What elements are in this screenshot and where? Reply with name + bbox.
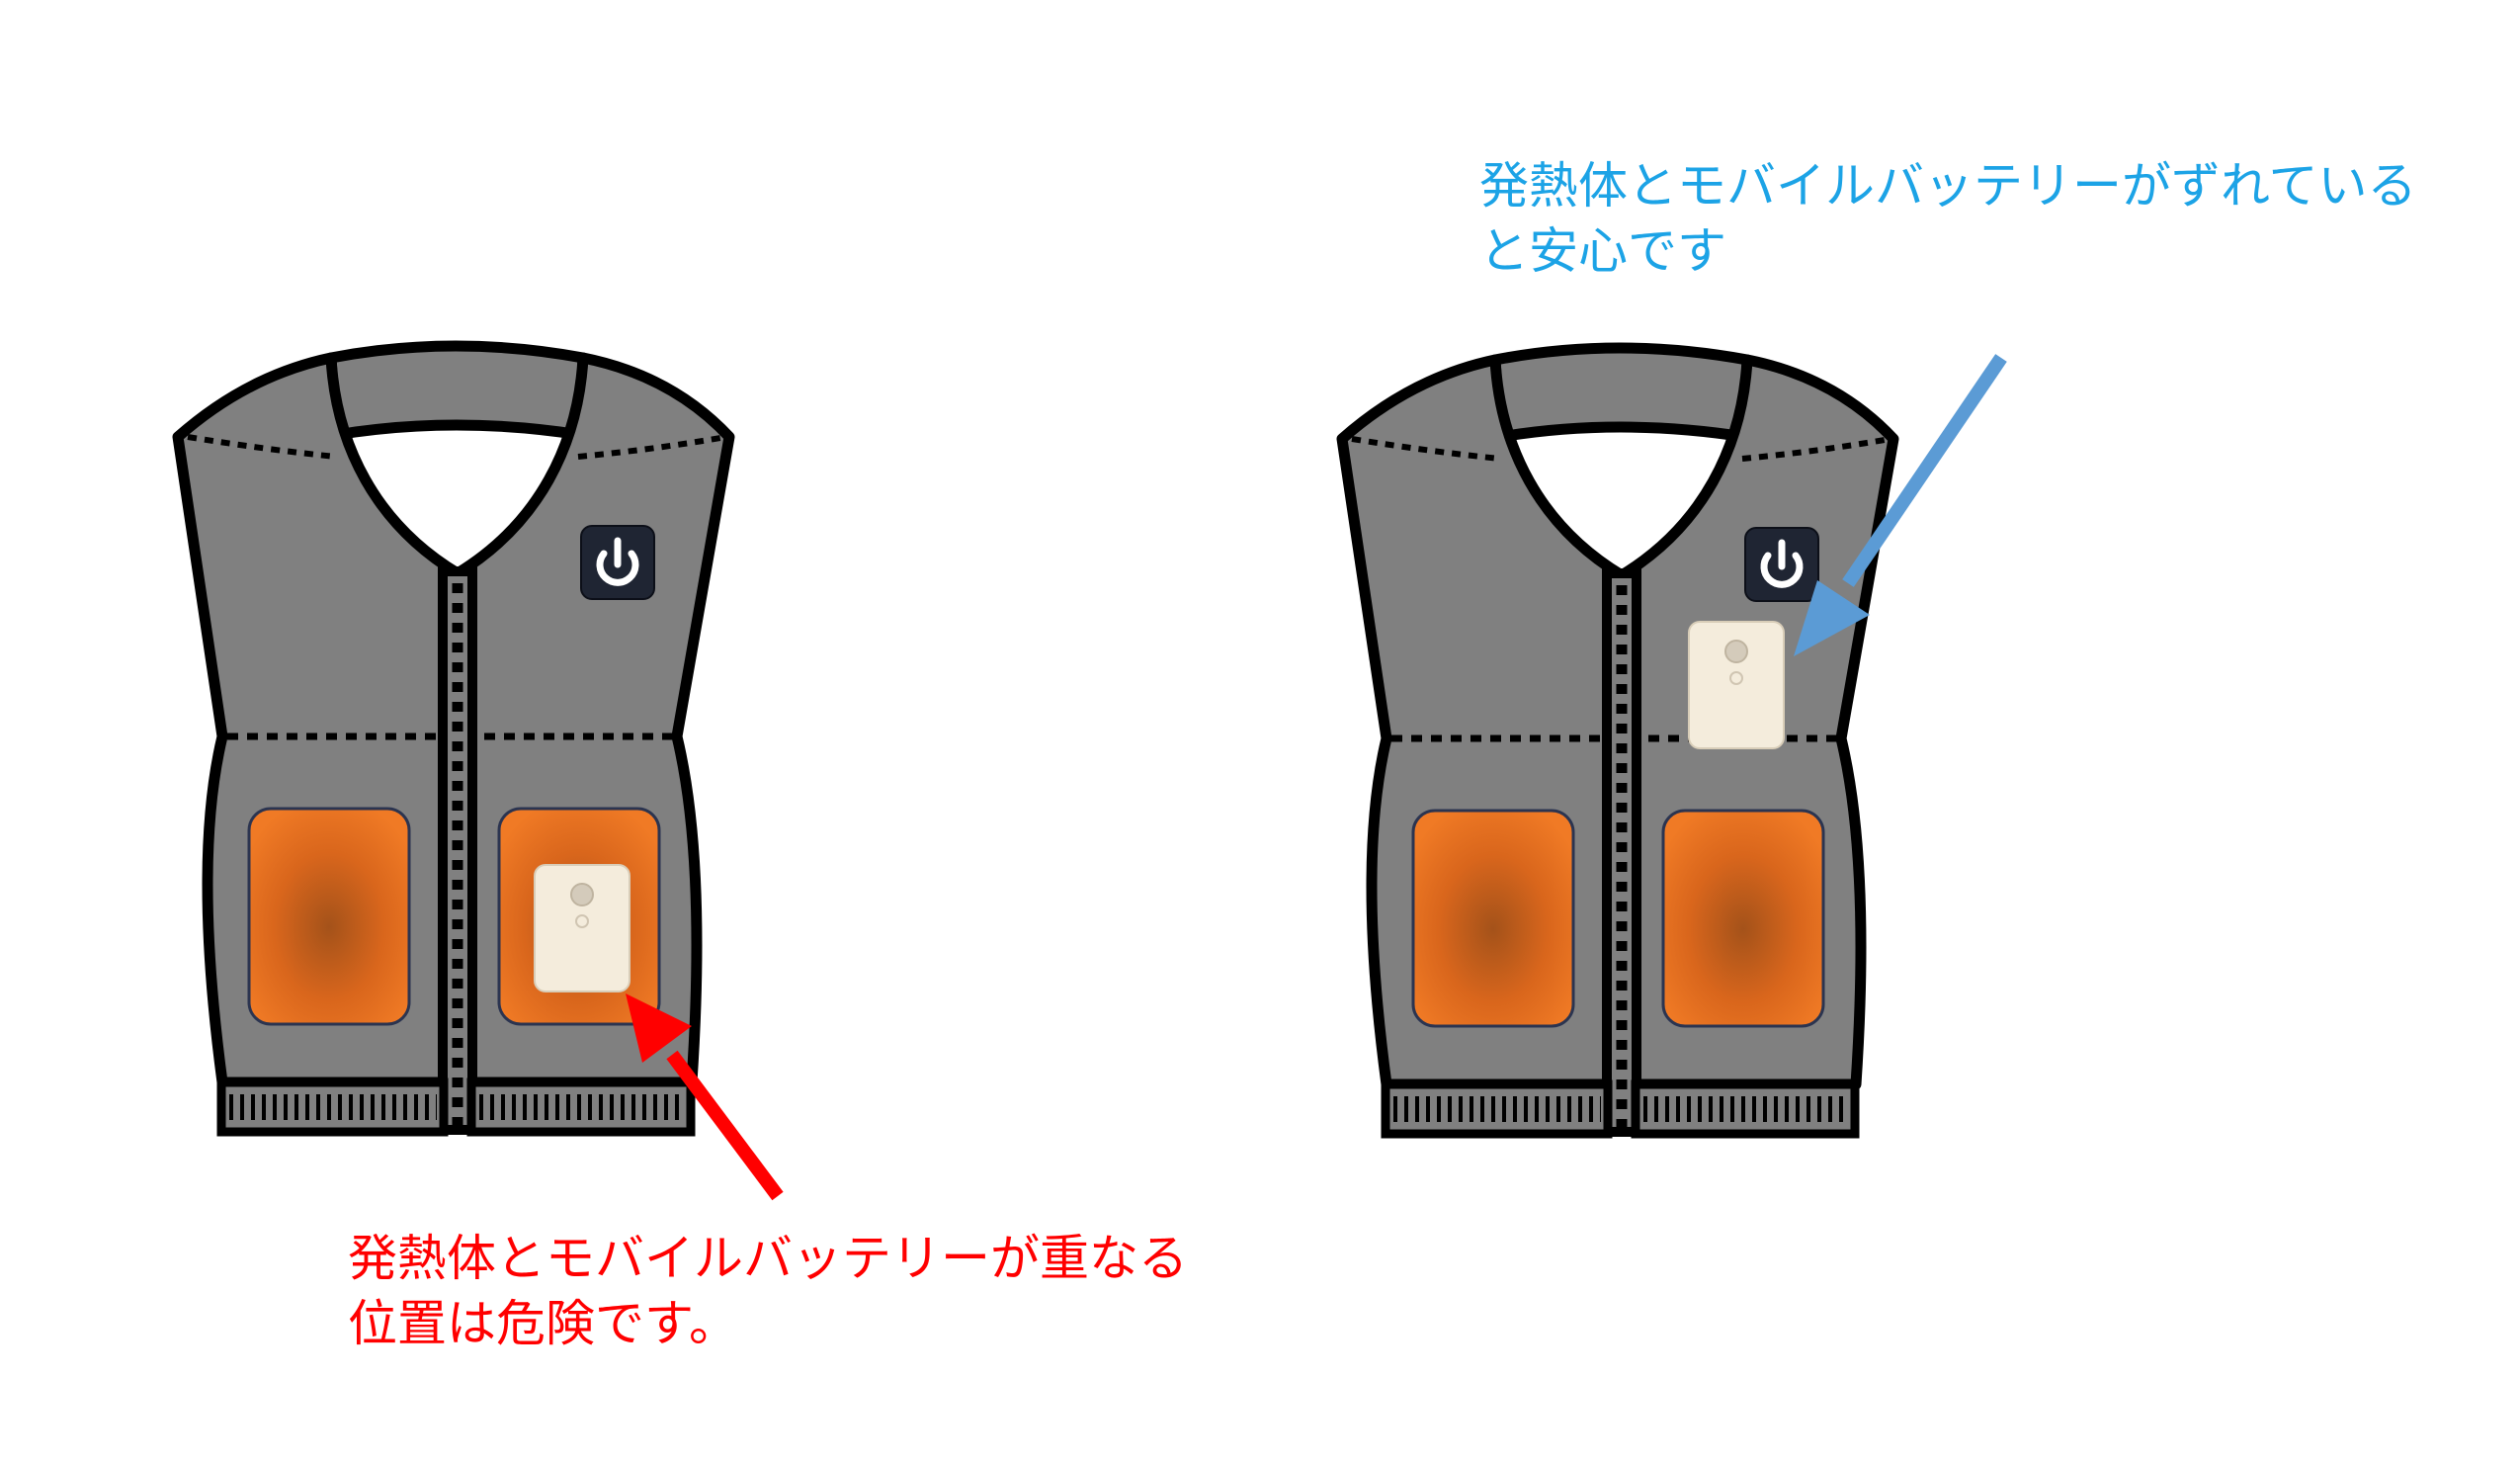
mobile-battery-icon [534,864,630,992]
vest-safe [1342,348,1893,1134]
safe-caption: 発熱体とモバイルバッテリーがずれている と安心です [1479,153,2417,284]
vest-icon [1342,348,1893,1134]
danger-caption: 発熱体とモバイルバッテリーが重なる 位置は危険です。 [348,1226,1188,1356]
safe-arrow-icon [1794,354,2007,656]
mobile-battery-icon [1688,621,1785,749]
danger-caption-line2: 位置は危険です。 [348,1295,738,1352]
safe-caption-line1: 発熱体とモバイルバッテリーがずれている [1479,157,2417,215]
danger-caption-line1: 発熱体とモバイルバッテリーが重なる [348,1230,1188,1287]
safe-caption-line2: と安心です [1479,222,1726,280]
danger-arrow-icon [626,993,784,1201]
